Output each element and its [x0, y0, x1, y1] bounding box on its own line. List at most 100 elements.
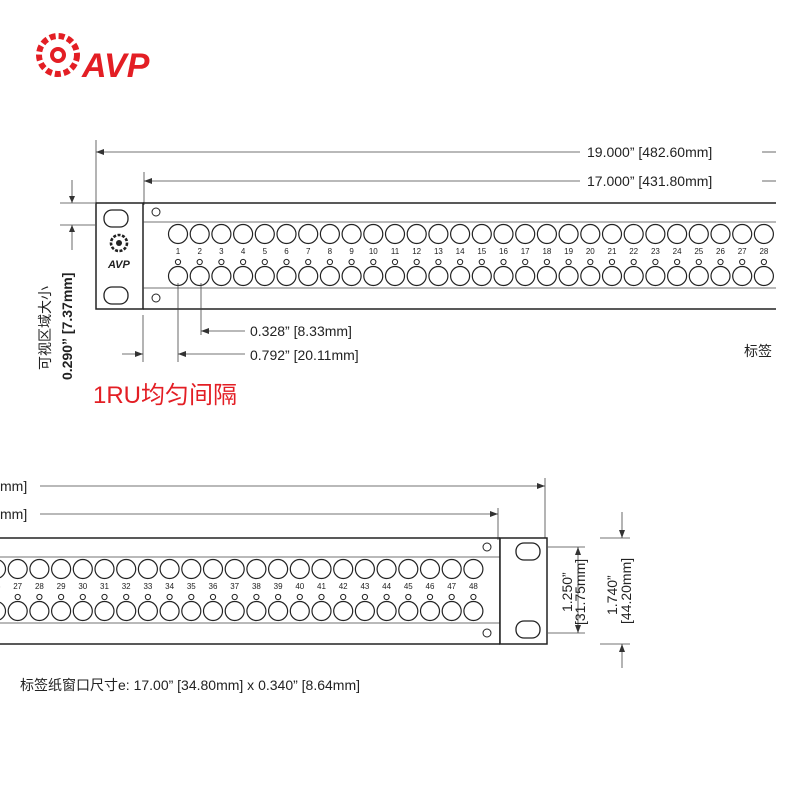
- jack-circle-top: [167, 223, 189, 245]
- label-dot: [36, 593, 43, 601]
- jack-circle-bottom: [341, 265, 362, 287]
- jack-column: 15: [471, 223, 492, 287]
- jack-number: 13: [434, 247, 443, 256]
- label-dot: [326, 258, 333, 266]
- height-inner-mm: [31.75mm]: [572, 559, 588, 625]
- bottom-overall-width-dimension: mm]: [0, 478, 546, 540]
- label-dot: [196, 258, 203, 266]
- label-height-dimension: 可视区域大小 0.290” [7.37mm]: [37, 180, 95, 380]
- jack-circle-bottom: [463, 600, 484, 622]
- jack-circle-bottom: [167, 265, 189, 287]
- jack-number: 27: [13, 582, 22, 591]
- label-dot: [240, 258, 247, 266]
- jack-number: 26: [716, 247, 725, 256]
- edge-offset-label: 0.792” [20.11mm]: [250, 347, 359, 363]
- label-dot: [340, 593, 347, 601]
- label-dot: [318, 593, 325, 601]
- jack-circle-bottom: [645, 265, 666, 287]
- avp-logo-text: AVP: [81, 47, 150, 85]
- jack-column: 27: [732, 223, 753, 287]
- jack-column: 17: [515, 223, 536, 287]
- jack-number: 47: [447, 582, 456, 591]
- label-dot: [209, 593, 217, 601]
- jack-column: 14: [450, 223, 471, 287]
- bottom-rack-ear: [499, 537, 548, 645]
- jack-column: 31: [94, 558, 115, 622]
- height-dimensions: 1.250” [31.75mm] 1.740” [44.20mm]: [548, 512, 634, 668]
- jack-number: 28: [759, 247, 768, 256]
- jack-number: 5: [263, 247, 268, 256]
- jack-column: 29: [50, 558, 72, 622]
- jack-column: 13: [428, 223, 449, 287]
- jack-circle-bottom: [441, 600, 462, 622]
- jack-column: 11: [384, 223, 406, 287]
- jack-circle-bottom: [732, 265, 753, 287]
- jack-circle-top: [384, 223, 406, 245]
- jack-column: 6: [276, 223, 297, 287]
- jack-number: 48: [469, 582, 478, 591]
- jack-circle-top: [233, 223, 254, 245]
- height-inner-in: 1.250”: [559, 572, 575, 612]
- jack-column: 37: [224, 558, 245, 622]
- spacing-note: 1RU均匀间隔: [93, 382, 237, 409]
- jack-circle-top: [710, 223, 731, 245]
- label-dot: [174, 258, 182, 266]
- jack-circle-top: [732, 223, 753, 245]
- label-dot: [630, 258, 637, 266]
- jack-circle-top: [645, 223, 666, 245]
- label-dot: [253, 593, 260, 601]
- jack-circle-top: [515, 223, 536, 245]
- jack-column: 19: [558, 223, 579, 287]
- jack-column: 48: [463, 558, 484, 622]
- jack-column: 2: [189, 223, 210, 287]
- jack-circle-top: [666, 223, 688, 245]
- jack-circle-bottom: [558, 265, 579, 287]
- jack-number: 18: [542, 247, 551, 256]
- jack-circle-top: [189, 223, 210, 245]
- jack-number: 8: [328, 247, 333, 256]
- jack-number: 24: [673, 247, 682, 256]
- jack-column: 46: [419, 558, 441, 622]
- jack-column: 28: [753, 223, 775, 287]
- label-dot: [14, 593, 21, 601]
- jack-circle-bottom: [224, 600, 245, 622]
- jack-column: 45: [398, 558, 419, 622]
- jack-column: 23: [645, 223, 666, 287]
- label-dot: [101, 593, 108, 601]
- jack-column: 12: [406, 223, 427, 287]
- jack-circle-bottom: [159, 600, 180, 622]
- jack-circle-top: [268, 558, 289, 580]
- jack-column: 21: [601, 223, 623, 287]
- jack-circle-top: [159, 558, 180, 580]
- jack-column: 20: [580, 223, 601, 287]
- jack-circle-top: [341, 223, 362, 245]
- jack-circle-top: [406, 223, 427, 245]
- jack-circle-top: [493, 223, 514, 245]
- jack-column: 4: [233, 223, 254, 287]
- jack-column: 36: [202, 558, 224, 622]
- jack-column: 10: [363, 223, 384, 287]
- jack-circle-bottom: [72, 600, 93, 622]
- jack-number: 23: [651, 247, 660, 256]
- jack-column: 7: [298, 223, 319, 287]
- jack-circle-bottom: [29, 600, 50, 622]
- label-dot: [522, 258, 529, 266]
- jack-circle-top: [276, 223, 297, 245]
- jack-column: 30: [72, 558, 93, 622]
- jack-number: 10: [369, 247, 378, 256]
- jack-circle-bottom: [233, 265, 254, 287]
- jack-number: 39: [274, 582, 283, 591]
- jack-circle-top: [7, 558, 28, 580]
- jack-column: 18: [536, 223, 558, 287]
- overall-width-dimension: 19.000” [482.60mm]: [95, 140, 776, 205]
- jack-circle-top: [0, 559, 7, 579]
- jack-number: 15: [477, 247, 486, 256]
- jack-number: 35: [187, 582, 196, 591]
- jack-column: 1: [167, 223, 189, 287]
- jack-circle-bottom: [189, 265, 210, 287]
- jack-number: 26: [0, 582, 1, 591]
- label-dot: [283, 258, 290, 266]
- jack-circle-bottom: [384, 265, 406, 287]
- label-caption-cut: 标签: [744, 343, 772, 359]
